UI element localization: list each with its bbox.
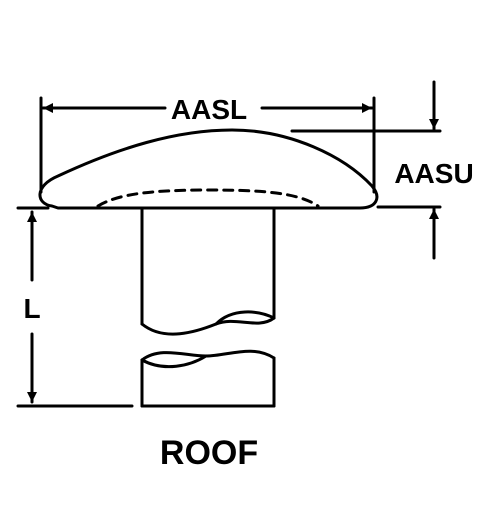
rivet-head <box>38 128 379 210</box>
head-style-label: ROOF <box>160 434 258 472</box>
shank-lower <box>140 349 276 408</box>
length-label: L <box>23 293 40 324</box>
shank-upper <box>140 207 276 336</box>
head-hidden-edge <box>96 188 320 208</box>
aasl-label: AASL <box>171 94 247 125</box>
aasu-label: AASU <box>394 158 473 189</box>
length-dimension <box>16 206 134 408</box>
aasu-dimension <box>290 80 442 260</box>
aasl-dimension <box>39 96 376 194</box>
